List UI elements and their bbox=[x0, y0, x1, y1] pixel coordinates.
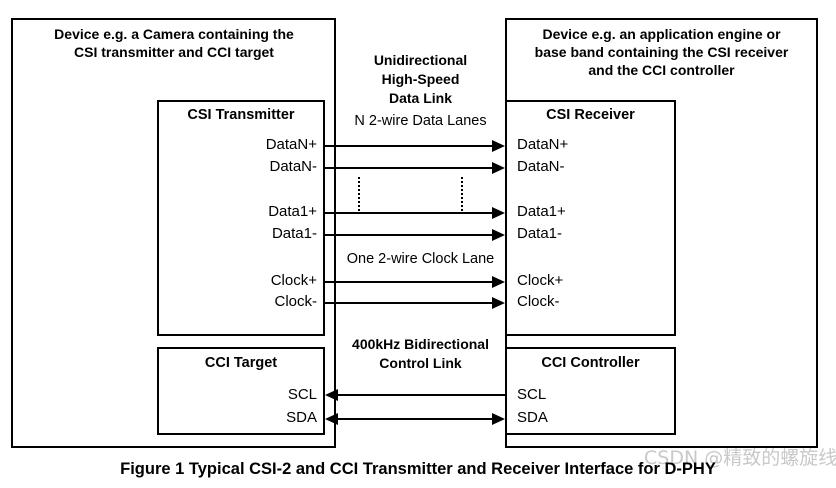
wire-clock-plus bbox=[325, 281, 492, 283]
arrow-clock-minus bbox=[492, 297, 505, 309]
cci-target-pin-scl: SCL bbox=[287, 386, 317, 403]
tx-pin-datan-minus: DataN- bbox=[269, 158, 317, 175]
data-lanes-label: N 2-wire Data Lanes bbox=[354, 113, 487, 129]
arrow-scl-left bbox=[325, 389, 338, 401]
csi-receiver-title: CSI Receiver bbox=[546, 107, 635, 123]
arrow-sda-right bbox=[492, 413, 505, 425]
rx-pin-data1-minus: Data1- bbox=[517, 225, 563, 242]
csi-receiver-box bbox=[505, 100, 676, 336]
figure-caption: Figure 1 Typical CSI-2 and CCI Transmitt… bbox=[120, 460, 716, 478]
left-device-box bbox=[11, 18, 336, 448]
right-device-title-line2: base band containing the CSI receiver bbox=[534, 44, 789, 60]
cci-target-title: CCI Target bbox=[204, 355, 278, 371]
rx-pin-clock-minus: Clock- bbox=[517, 293, 560, 310]
arrow-datan-plus bbox=[492, 140, 505, 152]
rx-pin-clock-plus: Clock+ bbox=[517, 272, 564, 289]
wire-scl bbox=[338, 394, 505, 396]
arrow-sda-left bbox=[325, 413, 338, 425]
wire-clock-minus bbox=[325, 302, 492, 304]
tx-pin-clock-plus: Clock+ bbox=[270, 272, 317, 289]
rx-pin-datan-minus: DataN- bbox=[517, 158, 565, 175]
data-link-label-line3: Data Link bbox=[388, 90, 452, 106]
wire-data1-plus bbox=[325, 212, 492, 214]
cci-controller-pin-sda: SDA bbox=[517, 409, 548, 426]
arrow-data1-plus bbox=[492, 207, 505, 219]
data-link-label-line2: High-Speed bbox=[381, 71, 460, 87]
csi-transmitter-title: CSI Transmitter bbox=[187, 107, 295, 123]
right-device-title-line1: Device e.g. an application engine or bbox=[542, 26, 781, 42]
arrow-data1-minus bbox=[492, 229, 505, 241]
tx-pin-datan-plus: DataN+ bbox=[265, 136, 317, 153]
csi-transmitter-box bbox=[157, 100, 325, 336]
lane-ellipsis-left-icon bbox=[358, 177, 360, 211]
control-link-label-line1: 400kHz Bidirectional bbox=[352, 336, 489, 352]
cci-controller-pin-scl: SCL bbox=[517, 386, 547, 403]
cci-controller-box bbox=[505, 347, 676, 435]
wire-datan-plus bbox=[325, 145, 492, 147]
left-device-title-line2: CSI transmitter and CCI target bbox=[74, 44, 274, 60]
data-link-label-line1: Unidirectional bbox=[373, 52, 468, 68]
cci-target-pin-sda: SDA bbox=[286, 409, 317, 426]
rx-pin-datan-plus: DataN+ bbox=[517, 136, 569, 153]
left-device-title-line1: Device e.g. a Camera containing the bbox=[54, 26, 294, 42]
tx-pin-data1-plus: Data1+ bbox=[268, 203, 317, 220]
tx-pin-data1-minus: Data1- bbox=[271, 225, 317, 242]
cci-target-box bbox=[157, 347, 325, 435]
arrow-datan-minus bbox=[492, 162, 505, 174]
lane-ellipsis-right-icon bbox=[461, 177, 463, 211]
cci-controller-title: CCI Controller bbox=[541, 355, 640, 371]
wire-sda bbox=[338, 418, 492, 420]
rx-pin-data1-plus: Data1+ bbox=[517, 203, 566, 220]
right-device-title-line3: and the CCI controller bbox=[588, 62, 735, 78]
arrow-clock-plus bbox=[492, 276, 505, 288]
tx-pin-clock-minus: Clock- bbox=[274, 293, 317, 310]
wire-data1-minus bbox=[325, 234, 492, 236]
control-link-label-line2: Control Link bbox=[379, 355, 462, 371]
clock-lane-label: One 2-wire Clock Lane bbox=[346, 251, 495, 267]
wire-datan-minus bbox=[325, 167, 492, 169]
